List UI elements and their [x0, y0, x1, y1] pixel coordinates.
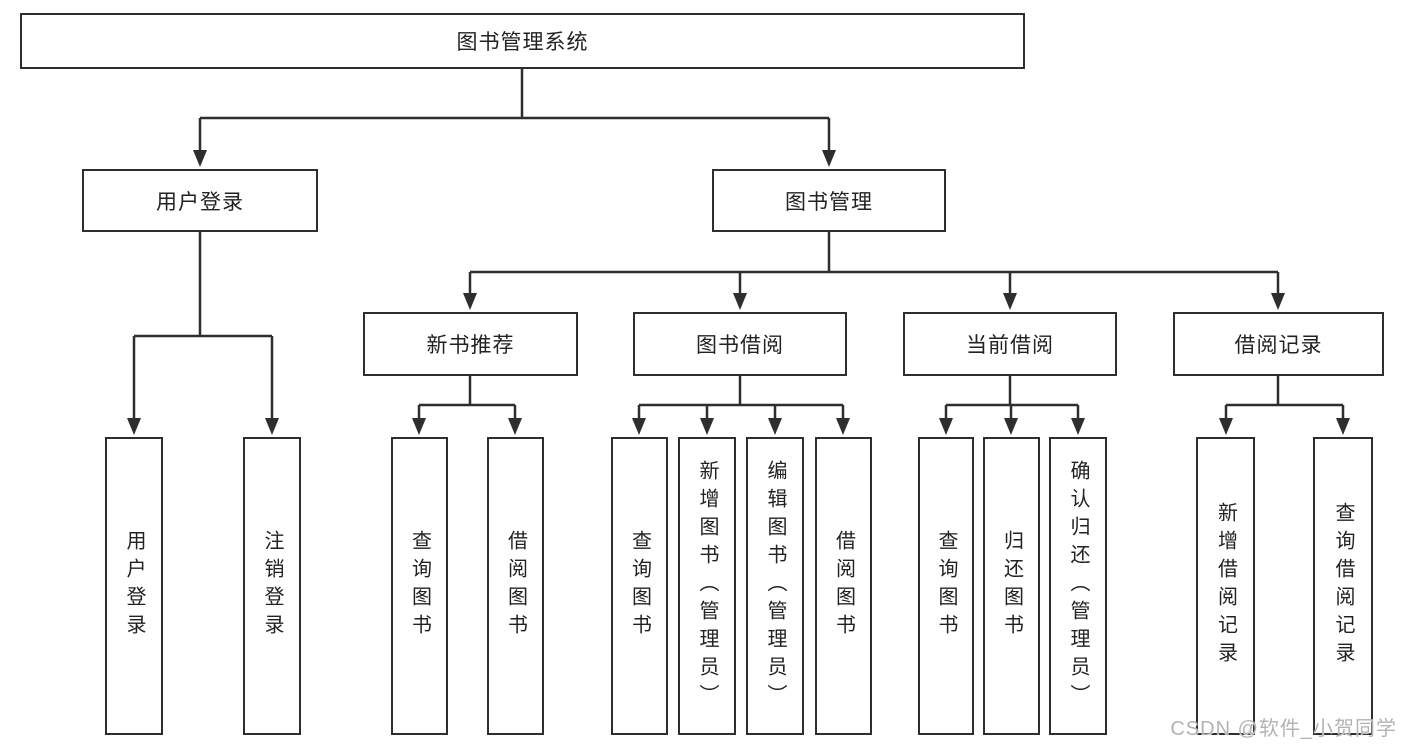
leaf-borrow-query-books: 查询图书 — [611, 437, 668, 735]
node-current-borrow: 当前借阅 — [903, 312, 1117, 376]
leaf-borrow-query-books-label: 查询图书 — [628, 530, 651, 642]
leaf-newbooks-query-books: 查询图书 — [391, 437, 448, 735]
leaf-current-return-books: 归还图书 — [983, 437, 1040, 735]
leaf-borrow-borrow-books-label: 借阅图书 — [832, 530, 855, 642]
node-book-mgmt: 图书管理 — [712, 169, 946, 232]
leaf-current-return-books-label: 归还图书 — [1000, 530, 1023, 642]
node-borrow-records-label: 借阅记录 — [1234, 334, 1323, 357]
leaf-user-login: 用户登录 — [105, 437, 163, 735]
node-new-book-recommend-label: 新书推荐 — [426, 334, 515, 357]
node-book-borrow: 图书借阅 — [633, 312, 847, 376]
node-current-borrow-label: 当前借阅 — [966, 334, 1054, 357]
node-root: 图书管理系统 — [20, 13, 1025, 69]
leaf-records-add-record-label: 新增借阅记录 — [1214, 502, 1237, 670]
leaf-current-query-books: 查询图书 — [918, 437, 974, 735]
leaf-borrow-edit-books-admin-label: 编辑图书（管理员） — [764, 460, 786, 712]
leaf-records-query-record-label: 查询借阅记录 — [1332, 502, 1354, 670]
leaf-records-query-record: 查询借阅记录 — [1313, 437, 1373, 735]
leaf-newbooks-borrow-books: 借阅图书 — [487, 437, 544, 735]
node-new-book-recommend: 新书推荐 — [363, 312, 578, 376]
node-user-login-label: 用户登录 — [156, 190, 244, 214]
leaf-newbooks-borrow-books-label: 借阅图书 — [504, 530, 527, 642]
node-user-login: 用户登录 — [82, 169, 318, 232]
leaf-newbooks-query-books-label: 查询图书 — [408, 530, 431, 642]
node-book-borrow-label: 图书借阅 — [696, 334, 784, 357]
leaf-current-confirm-return-admin-label: 确认归还（管理员） — [1067, 460, 1089, 712]
csdn-watermark: CSDN @软件_小贺同学 — [1170, 718, 1397, 740]
leaf-borrow-edit-books-admin: 编辑图书（管理员） — [746, 437, 804, 735]
node-borrow-records: 借阅记录 — [1173, 312, 1384, 376]
leaf-current-confirm-return-admin: 确认归还（管理员） — [1049, 437, 1107, 735]
leaf-logout: 注销登录 — [243, 437, 301, 735]
leaf-user-login-label: 用户登录 — [123, 530, 145, 642]
node-book-mgmt-label: 图书管理 — [785, 190, 873, 214]
leaf-borrow-add-books-admin: 新增图书（管理员） — [678, 437, 736, 735]
leaf-logout-label: 注销登录 — [261, 530, 283, 642]
leaf-current-query-books-label: 查询图书 — [935, 530, 957, 642]
node-root-label: 图书管理系统 — [456, 31, 589, 54]
leaf-borrow-add-books-admin-label: 新增图书（管理员） — [696, 460, 718, 712]
leaf-borrow-borrow-books: 借阅图书 — [815, 437, 872, 735]
leaf-records-add-record: 新增借阅记录 — [1196, 437, 1255, 735]
